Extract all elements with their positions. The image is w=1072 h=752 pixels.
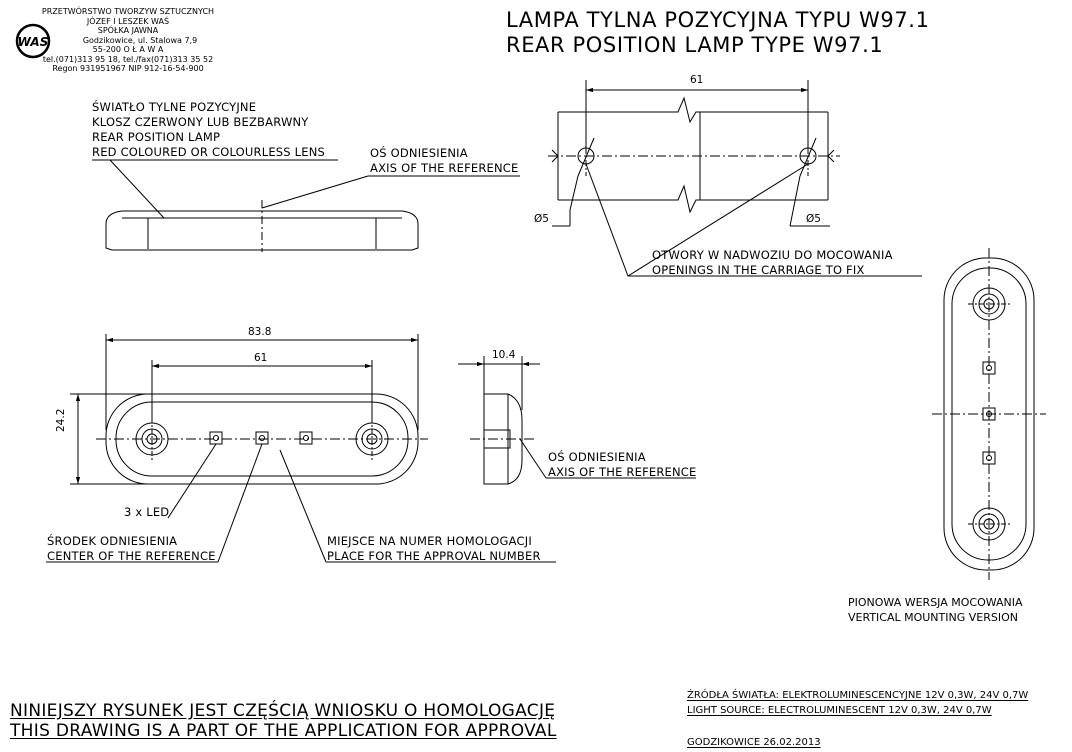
light-source-info: ŹRÓDŁA ŚWIATŁA: ELEKTROLUMINESCENCYJNE 1… — [687, 688, 1028, 718]
approval-number-pl: MIEJSCE NA NUMER HOMOLOGACJI — [327, 534, 532, 548]
title-en: REAR POSITION LAMP TYPE W97.1 — [506, 33, 884, 57]
side-axis-label-en: AXIS OF THE REFERENCE — [548, 465, 697, 479]
lamp-side-view — [458, 356, 696, 485]
company-owners: JÓZEF I LESZEK WAŚ — [86, 16, 170, 26]
approval-number-label: MIEJSCE NA NUMER HOMOLOGACJI PLACE FOR T… — [327, 534, 541, 564]
led-count-label: 3 x LED — [124, 505, 170, 519]
side-axis-label-pl: OŚ ODNIESIENIA — [548, 450, 646, 464]
front-dim-height: 24.2 — [55, 408, 67, 432]
light-source-en: LIGHT SOURCE: ELECTROLUMINESCENT 12V 0,3… — [687, 705, 992, 716]
title-pl: LAMPA TYLNA POZYCYJNA TYPU W97.1 — [506, 8, 930, 32]
company-city: 55-200 O Ł A W A — [92, 45, 164, 54]
axis-label-top: OŚ ODNIESIENIA AXIS OF THE REFERENCE — [370, 146, 519, 176]
openings-label: OTWORY W NADWOZIU DO MOCOWANIA OPENINGS … — [652, 248, 893, 278]
light-source-pl: ŹRÓDŁA ŚWIATŁA: ELEKTROLUMINESCENCYJNE 1… — [687, 690, 1029, 701]
axis-label-top-pl: OŚ ODNIESIENIA — [370, 146, 468, 160]
approval-statement-pl: NINIEJSZY RYSUNEK JEST CZĘŚCIĄ WNIOSKU O… — [10, 701, 556, 721]
hole-diameter-left: Ø5 — [534, 213, 549, 225]
reference-center-label: ŚRODEK ODNIESIENIA CENTER OF THE REFEREN… — [47, 534, 216, 564]
hole-diameter-right: Ø5 — [806, 213, 821, 225]
lens-label-line2: KLOSZ CZERWONY LUB BEZBARWNY — [92, 115, 309, 129]
front-dim-width: 83.8 — [248, 326, 272, 338]
company-street: Godzikowice, ul. Stalowa 7,9 — [82, 35, 198, 45]
mounting-holes-view — [548, 80, 922, 277]
approval-statement-en: THIS DRAWING IS A PART OF THE APPLICATIO… — [10, 721, 557, 741]
vertical-version-pl: PIONOWA WERSJA MOCOWANIA — [848, 596, 1023, 609]
approval-number-en: PLACE FOR THE APPROVAL NUMBER — [327, 549, 541, 563]
company-regon: Regon 931951967 NIP 912-16-54-900 — [52, 64, 204, 73]
company-header: PRZETWÓRSTWO TWORZYW SZTUCZNYCH JÓZEF I … — [28, 7, 228, 74]
reference-center-en: CENTER OF THE REFERENCE — [47, 549, 216, 563]
lamp-vertical-view — [932, 248, 1046, 580]
company-phone: tel.(071)313 95 18, tel./fax(071)313 35 … — [42, 54, 214, 64]
drawing-title: LAMPA TYLNA POZYCYJNA TYPU W97.1 REAR PO… — [506, 8, 930, 58]
reference-center-pl: ŚRODEK ODNIESIENIA — [47, 534, 178, 548]
svg-text:WAS: WAS — [18, 35, 49, 49]
company-type: SPÓŁKA JAWNA — [97, 26, 159, 35]
vertical-version-label: PIONOWA WERSJA MOCOWANIA VERTICAL MOUNTI… — [848, 595, 1023, 625]
lens-label: ŚWIATŁO TYLNE POZYCYJNE KLOSZ CZERWONY L… — [92, 100, 325, 160]
lens-top-view — [92, 159, 520, 252]
lens-label-line4: RED COLOURED OR COLOURLESS LENS — [92, 145, 326, 159]
company-logo: WAS — [15, 23, 51, 59]
place-date: GODZIKOWICE 26.02.2013 — [687, 737, 821, 748]
axis-label-top-en: AXIS OF THE REFERENCE — [370, 161, 519, 175]
side-axis-label: OŚ ODNIESIENIA AXIS OF THE REFERENCE — [548, 450, 697, 480]
mounting-dim-61: 61 — [690, 74, 704, 86]
vertical-version-en: VERTICAL MOUNTING VERSION — [848, 611, 1018, 624]
lens-label-line1: ŚWIATŁO TYLNE POZYCYJNE — [92, 100, 257, 114]
lamp-front-view — [46, 334, 556, 563]
approval-statement: NINIEJSZY RYSUNEK JEST CZĘŚCIĄ WNIOSKU O… — [10, 701, 557, 741]
openings-label-en: OPENINGS IN THE CARRIAGE TO FIX — [652, 263, 865, 277]
side-dim-depth: 10.4 — [492, 349, 516, 361]
lens-label-line3: REAR POSITION LAMP — [92, 130, 221, 144]
front-dim-holes: 61 — [254, 352, 268, 364]
openings-label-pl: OTWORY W NADWOZIU DO MOCOWANIA — [652, 248, 893, 262]
company-name: PRZETWÓRSTWO TWORZYW SZTUCZNYCH — [41, 7, 215, 16]
